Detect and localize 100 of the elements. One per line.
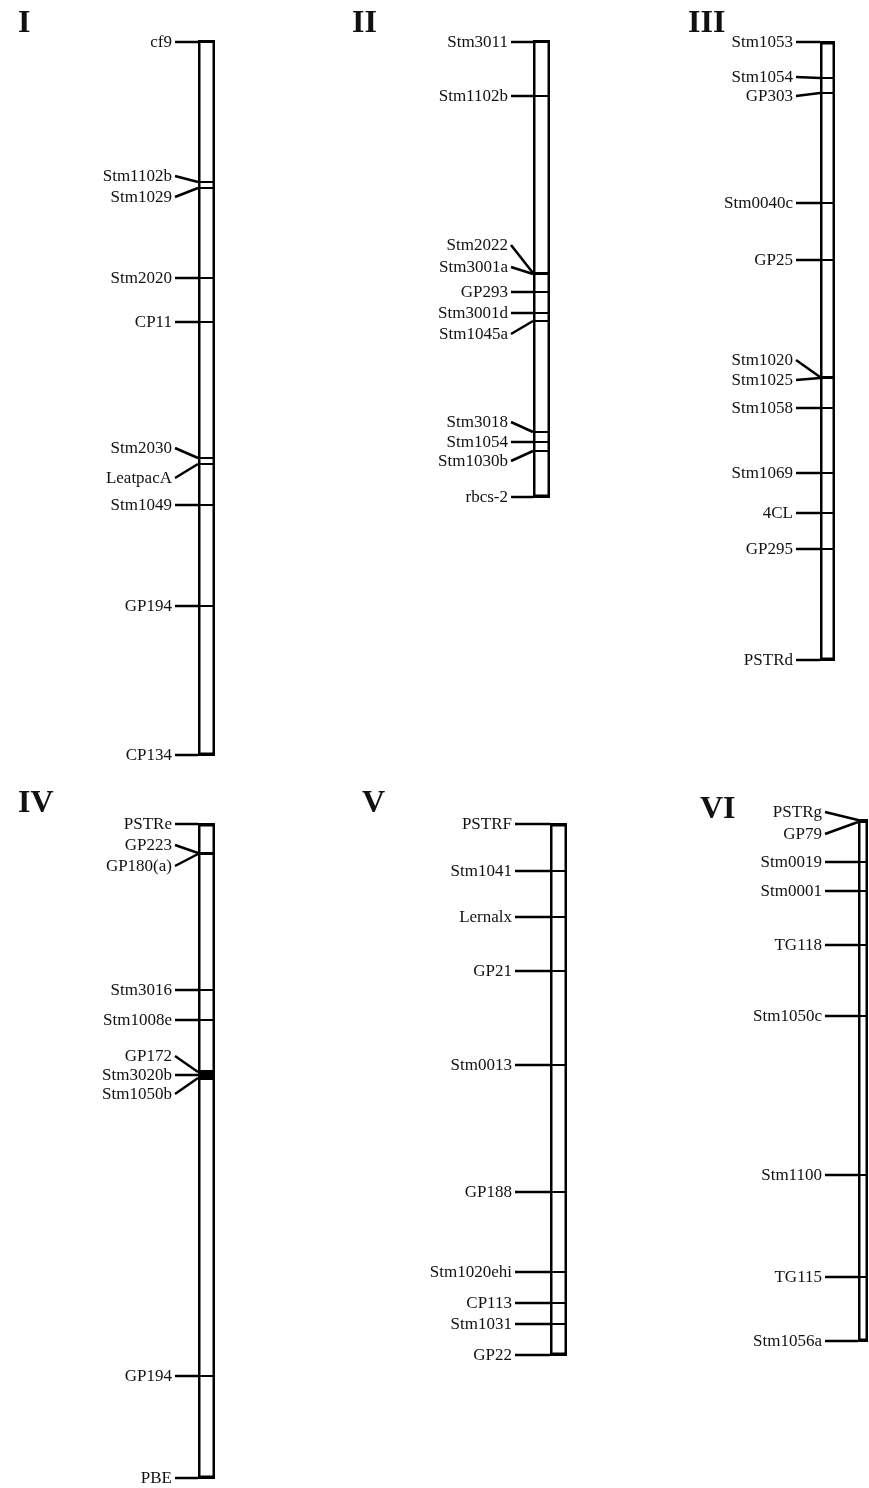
marker-label: GP295	[745, 539, 796, 559]
marker-label: Stm3001a	[439, 257, 511, 277]
marker-label: CP134	[125, 745, 175, 765]
marker-label: Stm1100	[761, 1165, 825, 1185]
marker-label: Stm1050b	[102, 1084, 175, 1104]
marker-label: Stm1102b	[102, 166, 175, 186]
chromosome-bar	[533, 40, 550, 497]
marker-label: Stm1050c	[753, 1006, 825, 1026]
leader-line	[511, 40, 533, 44]
leader-line	[515, 869, 550, 873]
leader-line	[174, 852, 199, 868]
leader-line	[175, 1073, 198, 1077]
leader-line	[174, 1076, 199, 1096]
leader-line	[795, 75, 821, 80]
chromosome-number: IV	[18, 784, 54, 818]
leader-line	[796, 406, 820, 410]
marker-label: Stm1030b	[438, 451, 511, 471]
marker-label: GP293	[460, 282, 511, 302]
leader-line	[795, 358, 821, 379]
leader-line	[175, 1374, 198, 1378]
leader-line	[795, 91, 821, 98]
marker-label: Stm1069	[731, 463, 796, 483]
chromosome-number: VI	[700, 790, 736, 824]
marker-label: Stm0013	[450, 1055, 515, 1075]
marker-label: Stm1049	[110, 495, 175, 515]
marker-label: LeatpacA	[105, 468, 175, 488]
leader-line	[796, 201, 820, 205]
marker-label: Stm2020	[110, 268, 175, 288]
marker-label: Stm2022	[446, 235, 511, 255]
leader-line	[825, 860, 858, 864]
marker-label: Stm1041	[450, 861, 515, 881]
marker-label: GP172	[124, 1046, 175, 1066]
leader-line	[825, 1173, 858, 1177]
leader-line	[510, 319, 534, 336]
leader-line	[174, 446, 199, 460]
marker-label: Stm1056a	[753, 1331, 825, 1351]
marker-label: CP11	[134, 312, 175, 332]
marker-label: Stm1053	[731, 32, 796, 52]
marker-label: rbcs-2	[465, 487, 511, 507]
leader-line	[825, 1014, 858, 1018]
leader-line	[796, 547, 820, 551]
leader-line	[175, 753, 198, 757]
chromosome-number: I	[18, 4, 31, 38]
leader-line	[796, 258, 820, 262]
leader-line	[511, 495, 533, 499]
leader-line	[175, 988, 198, 992]
marker-label: Stm1031	[450, 1314, 515, 1334]
marker-label: TG118	[774, 935, 825, 955]
marker-label: Stm1020	[731, 350, 796, 370]
marker-label: Stm3020b	[102, 1065, 175, 1085]
marker-label: 4CL	[762, 503, 796, 523]
leader-line	[796, 511, 820, 515]
marker-label: GP180(a)	[105, 856, 175, 876]
leader-line	[510, 244, 534, 274]
leader-line	[175, 1018, 198, 1022]
marker-label: GP188	[464, 1182, 515, 1202]
marker-label: cf9	[150, 32, 175, 52]
marker-label: GP79	[783, 824, 825, 844]
leader-line	[174, 843, 199, 855]
leader-line	[174, 1054, 199, 1074]
chromosome-number: III	[688, 4, 726, 38]
marker-label: GP223	[124, 835, 175, 855]
leader-line	[515, 1270, 550, 1274]
marker-label: Stm1045a	[439, 324, 511, 344]
marker-label: PBE	[140, 1468, 175, 1488]
marker-label: GP303	[745, 86, 796, 106]
marker-label: Stm0019	[760, 852, 825, 872]
chromosome-number: II	[352, 4, 377, 38]
leader-line	[825, 943, 858, 947]
leader-line	[825, 889, 858, 893]
marker-label: Stm2030	[110, 438, 175, 458]
leader-line	[511, 440, 533, 444]
chromosome-bar	[198, 40, 215, 755]
leader-line	[175, 503, 198, 507]
marker-label: GP25	[754, 250, 796, 270]
leader-line	[175, 40, 198, 44]
chromosome-bar	[550, 824, 567, 1355]
marker-label: Stm0040c	[724, 193, 796, 213]
chromosome-bar	[820, 42, 835, 660]
marker-label: Stm1020ehi	[429, 1262, 515, 1282]
leader-line	[796, 471, 820, 475]
leader-line	[515, 1322, 550, 1326]
leader-line	[175, 320, 198, 324]
marker-label: GP194	[124, 596, 175, 616]
leader-line	[515, 1063, 550, 1067]
marker-label: Stm1054	[731, 67, 796, 87]
leader-line	[511, 311, 533, 315]
leader-line	[175, 276, 198, 280]
leader-line	[515, 1353, 550, 1357]
marker-label: Stm1008e	[103, 1010, 175, 1030]
leader-line	[825, 1275, 858, 1279]
leader-line	[174, 174, 199, 184]
marker-label: Stm1025	[731, 370, 796, 390]
leader-line	[824, 820, 859, 836]
leader-line	[174, 462, 199, 480]
chromosome-bar	[198, 824, 215, 1478]
leader-line	[511, 94, 533, 98]
marker-label: Stm3001d	[438, 303, 511, 323]
marker-label: Stm1102b	[438, 86, 511, 106]
leader-line	[796, 40, 820, 44]
